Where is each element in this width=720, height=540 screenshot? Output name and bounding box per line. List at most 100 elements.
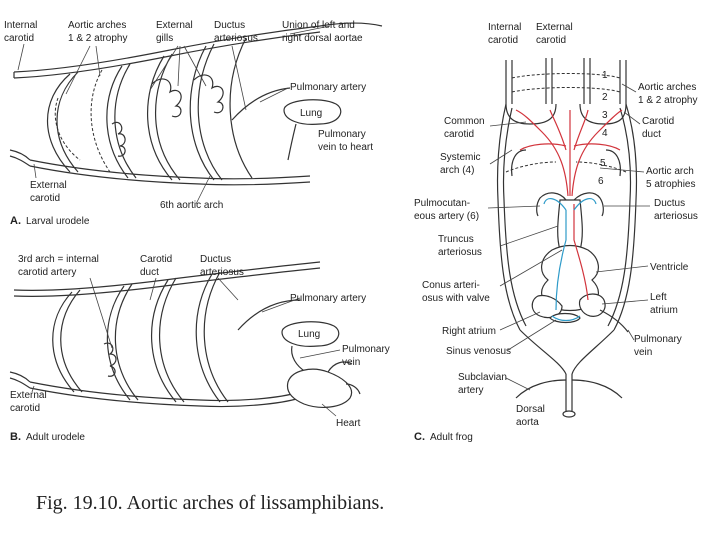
b-arch-6-inner bbox=[203, 271, 229, 403]
c-arch-2 bbox=[511, 87, 621, 93]
c-arch-number-3: 3 bbox=[602, 110, 608, 121]
a-lead-ductus bbox=[231, 45, 247, 111]
a-panel-title: A.Larval urodele bbox=[10, 215, 90, 227]
a-arch-5 bbox=[147, 55, 173, 181]
c-common-carotid-right bbox=[579, 103, 627, 125]
b-lead-heart bbox=[321, 403, 337, 417]
c-systemic-arch-left-b bbox=[502, 107, 527, 327]
c-oxygenated-to-systemic bbox=[519, 143, 621, 151]
c-label-conus: Conus arteri-osus with valve bbox=[422, 280, 490, 304]
b-arch-3 bbox=[52, 291, 75, 393]
c-arch-5-right bbox=[575, 161, 627, 173]
c-label-pulmocutaneous: Pulmocutan-eous artery (6) bbox=[414, 198, 479, 222]
a-gill-3 bbox=[193, 74, 224, 114]
c-arch-number-1: 1 bbox=[602, 70, 608, 81]
c-deoxygenated-sinus bbox=[551, 315, 581, 322]
c-common-carotid-left bbox=[505, 103, 557, 125]
c-arch-5-left bbox=[505, 161, 557, 173]
b-heart bbox=[286, 368, 353, 408]
a-arch-4-inner bbox=[114, 63, 137, 179]
b-arch-4-inner bbox=[114, 283, 139, 401]
a-label-pulmonary-artery: Pulmonary artery bbox=[290, 82, 366, 93]
c-arch-1 bbox=[511, 73, 621, 79]
c-deoxygenated-ventricle bbox=[555, 210, 567, 311]
c-pulmocutaneous-left bbox=[536, 192, 567, 217]
c-systemic-arch-right-b bbox=[607, 107, 632, 327]
a-external-carotid-b bbox=[9, 155, 31, 167]
a-lead-internal-carotid bbox=[17, 43, 25, 71]
c-lead-sinus bbox=[507, 319, 557, 351]
c-pulmonary-vein bbox=[599, 309, 629, 333]
c-systemic-arch-right bbox=[613, 103, 638, 331]
a-arch-4 bbox=[106, 65, 129, 179]
c-dorsal-aorta-end bbox=[562, 410, 576, 418]
a-lung bbox=[283, 99, 342, 125]
c-label-sinus-venosus: Sinus venosus bbox=[446, 346, 511, 357]
c-lead-aortic-arch-5 bbox=[599, 167, 645, 173]
c-pulmocutaneous-right bbox=[573, 192, 604, 217]
b-label-pulmonary-artery: Pulmonary artery bbox=[290, 293, 366, 304]
c-lead-subclavian bbox=[505, 377, 531, 391]
c-lead-common-carotid bbox=[489, 121, 527, 127]
a-lead-external-carotid bbox=[33, 163, 37, 179]
c-arch-number-2: 2 bbox=[602, 92, 608, 103]
b-pulmonary-vein bbox=[291, 345, 307, 373]
a-pulmonary-artery bbox=[231, 87, 291, 121]
a-lead-aortic-arches bbox=[65, 45, 101, 95]
c-dorsal-aorta-right bbox=[571, 329, 615, 375]
a-lead-6th-arch bbox=[195, 175, 211, 205]
b-heart-vessels bbox=[327, 361, 361, 395]
a-ventral-aorta bbox=[29, 159, 311, 180]
a-lead-union bbox=[289, 25, 331, 35]
b-lead-pulmonary-vein bbox=[299, 349, 341, 359]
c-lead-aortic-arches-1-2 bbox=[621, 83, 637, 93]
a-ventral-aorta-inner bbox=[29, 165, 311, 186]
b-arch-5-inner bbox=[159, 277, 185, 403]
b-label-heart: Heart bbox=[336, 418, 361, 429]
c-oxygenated-ventricle bbox=[573, 204, 589, 301]
a-arch-3 bbox=[46, 73, 71, 173]
figure-caption: Fig. 19.10. Aortic arches of lissamphibi… bbox=[36, 492, 385, 514]
c-arch-number-5: 5 bbox=[600, 158, 606, 169]
a-arch-7 bbox=[229, 37, 253, 179]
c-label-right-atrium: Right atrium bbox=[442, 326, 496, 337]
a-dorsal-aorta-inner bbox=[13, 31, 321, 79]
c-dorsal-aorta-left bbox=[519, 329, 567, 375]
a-lead-pulmonary-artery bbox=[259, 87, 289, 103]
b-ventral-aorta bbox=[29, 381, 301, 402]
c-systemic-arch-left bbox=[496, 103, 521, 331]
c-lead-right-atrium bbox=[499, 311, 541, 331]
a-label-lung: Lung bbox=[300, 108, 322, 119]
c-dorsal-aorta-trunk bbox=[565, 374, 573, 412]
a-external-carotid bbox=[9, 149, 31, 161]
b-label-lung: Lung bbox=[298, 329, 320, 340]
a-lead-gills bbox=[149, 45, 207, 91]
b-lead-pulmonary-artery bbox=[261, 297, 301, 313]
a-arch-6-inner bbox=[197, 43, 223, 181]
a-gill-2 bbox=[151, 78, 182, 118]
c-arch-number-6: 6 bbox=[598, 176, 604, 187]
c-arch-4-inner-left bbox=[511, 149, 527, 177]
c-arch-4-inner-right bbox=[605, 149, 621, 177]
